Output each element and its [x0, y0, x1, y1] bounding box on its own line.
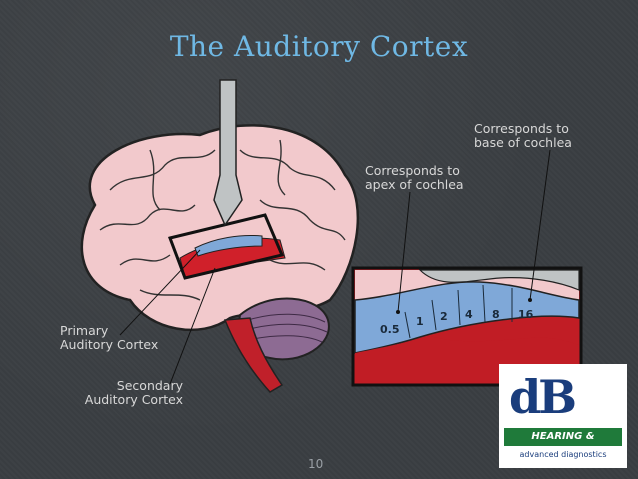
brain-illustration — [80, 79, 360, 393]
page-number: 10 — [308, 457, 324, 471]
label-base-of-cochlea: Corresponds to base of cochlea — [474, 121, 572, 150]
brain-gyri — [99, 139, 346, 301]
label-secondary-auditory-cortex: Secondary Auditory Cortex — [84, 378, 183, 407]
section-plane-box — [168, 213, 285, 280]
frequency-label: 2 — [440, 310, 448, 323]
frequency-label: 4 — [465, 308, 473, 321]
brain-cerebrum — [80, 124, 360, 332]
leader-lines — [119, 149, 551, 385]
db-hearing-balance-logo: dB HEARING & BALANCE advanced diagnostic… — [499, 364, 627, 468]
label-primary-auditory-cortex: Primary Auditory Cortex — [60, 323, 159, 352]
logo-mark: dB — [509, 370, 577, 424]
frequency-label: 16 — [518, 308, 534, 321]
cochleotopic-inset: 0.5 1 2 4 8 16 — [351, 266, 583, 387]
primary-auditory-cortex — [194, 235, 263, 257]
frequency-label: 1 — [416, 315, 424, 328]
frequency-label: 0.5 — [380, 323, 400, 336]
slide-title: The Auditory Cortex — [169, 30, 469, 63]
logo-band: HEARING & BALANCE — [504, 428, 622, 460]
brainstem — [223, 317, 284, 393]
logo-subtitle: advanced diagnostics — [519, 450, 607, 459]
frequency-label: 8 — [492, 308, 500, 321]
section-probe — [213, 79, 243, 227]
label-apex-of-cochlea: Corresponds to apex of cochlea — [365, 163, 464, 192]
